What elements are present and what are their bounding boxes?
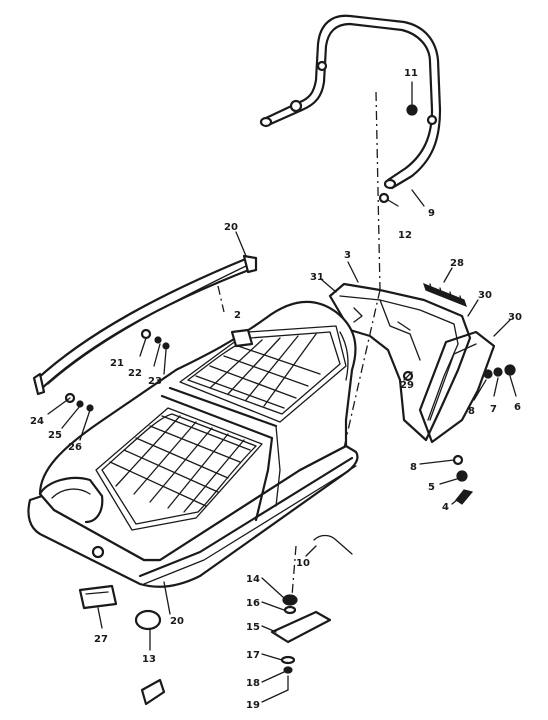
callout-30-b: 30 — [508, 312, 522, 323]
callout-27: 27 — [94, 634, 108, 645]
callout-9: 9 — [428, 208, 435, 219]
callout-23: 23 — [148, 376, 162, 387]
callout-20-lower: 20 — [170, 616, 184, 627]
callout-3: 3 — [344, 250, 351, 261]
callout-16: 16 — [246, 598, 260, 609]
callout-11: 11 — [404, 68, 418, 79]
callout-6: 6 — [514, 402, 521, 413]
callout-28: 28 — [450, 258, 464, 269]
seat-lock-hardware — [270, 594, 332, 691]
callout-31: 31 — [310, 272, 324, 283]
callout-labels: 11 9 12 20 3 28 31 30 30 2 21 22 23 29 8… — [30, 68, 522, 711]
callout-25: 25 — [48, 430, 62, 441]
fasteners — [64, 328, 516, 555]
passenger-stitching — [195, 333, 321, 409]
callout-20-upper: 20 — [224, 222, 238, 233]
callout-2: 2 — [234, 310, 241, 321]
callout-4: 4 — [442, 502, 449, 513]
callout-24: 24 — [30, 416, 44, 427]
callout-14: 14 — [246, 574, 260, 585]
grab-rail — [259, 14, 442, 190]
callout-8-upper: 8 — [468, 406, 475, 417]
callout-12: 12 — [398, 230, 412, 241]
callout-5: 5 — [428, 482, 435, 493]
callout-22: 22 — [128, 368, 142, 379]
callout-19: 19 — [246, 700, 260, 711]
tail-cowl-assembly — [328, 104, 496, 444]
callout-30-a: 30 — [478, 290, 492, 301]
centerlines — [217, 91, 381, 597]
seat — [27, 300, 359, 588]
callout-26: 26 — [68, 442, 82, 453]
callout-18: 18 — [246, 678, 260, 689]
callout-21: 21 — [110, 358, 124, 369]
callout-10: 10 — [296, 558, 310, 569]
callout-17: 17 — [246, 650, 260, 661]
callout-7: 7 — [490, 404, 497, 415]
seat-trim-strip-upper — [32, 254, 258, 396]
callout-29: 29 — [400, 380, 414, 391]
callout-15: 15 — [246, 622, 260, 633]
rider-stitching — [109, 415, 251, 513]
callout-13: 13 — [142, 654, 156, 665]
lower-brackets — [78, 584, 166, 706]
callout-8-lower: 8 — [410, 462, 417, 473]
leader-lines — [47, 81, 517, 703]
